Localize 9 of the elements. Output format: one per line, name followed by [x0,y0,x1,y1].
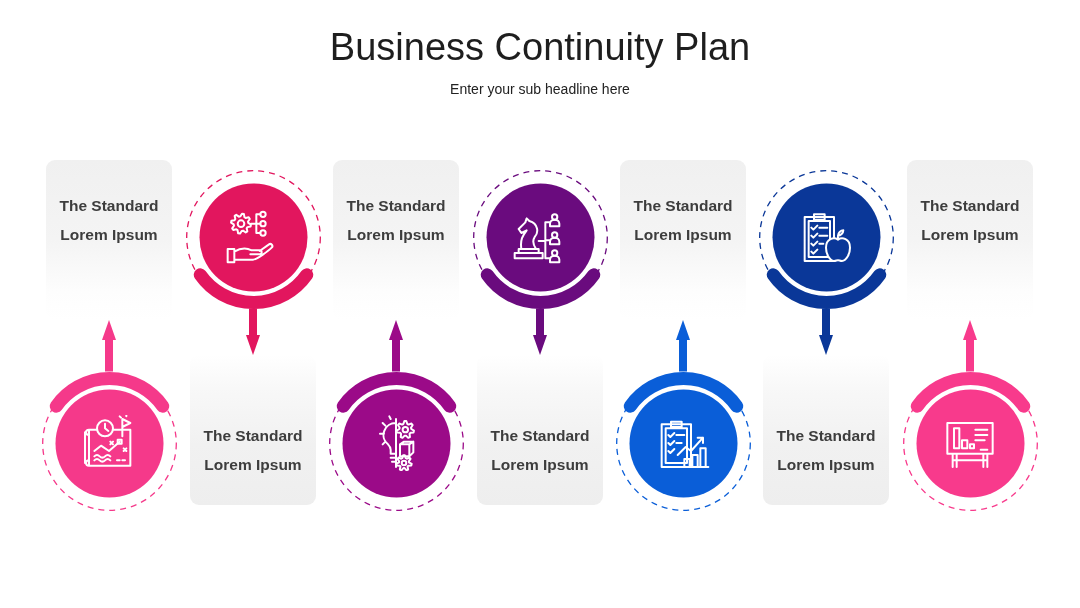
card-text: The Standard Lorem Ipsum [632,196,734,245]
card-text: The Standard Lorem Ipsum [58,196,160,245]
card-text: The Standard Lorem Ipsum [202,426,304,475]
title: Business Continuity Plan [329,25,751,70]
card-text: The Standard Lorem Ipsum [489,426,591,475]
card-text: The Standard Lorem Ipsum [345,196,447,245]
card-text: The Standard Lorem Ipsum [919,196,1021,245]
card-text: The Standard Lorem Ipsum [775,426,877,475]
subtitle: Enter your sub headline here [450,80,630,98]
